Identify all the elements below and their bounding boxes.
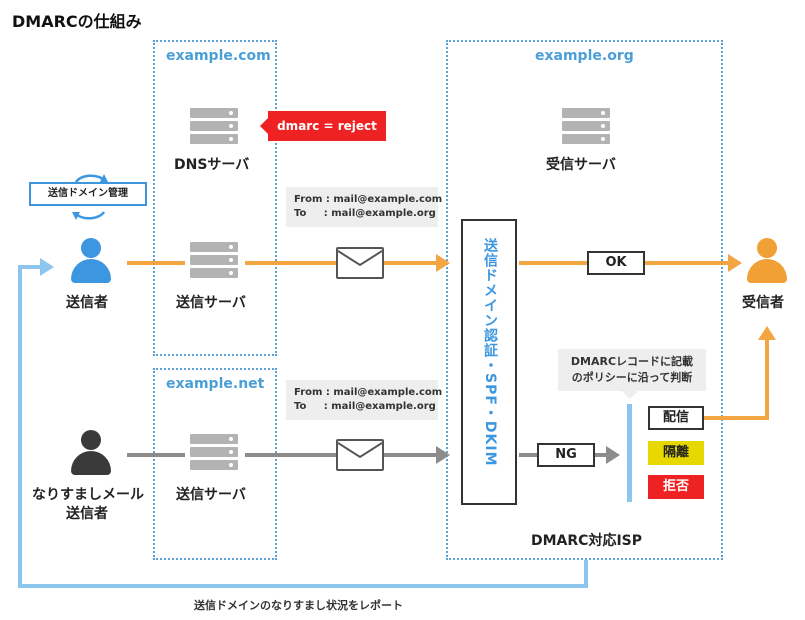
arrowhead-bottom-to-auth	[436, 446, 450, 464]
domain-box-example-com	[153, 40, 277, 356]
arrowhead-deliver-up	[758, 326, 776, 340]
report-line-up	[18, 268, 22, 588]
dns-server-icon	[190, 108, 238, 144]
sender-server-icon-bottom	[190, 434, 238, 470]
policy-option-reject: 拒否	[648, 475, 704, 499]
policy-note-line2: のポリシーに沿って判断	[571, 371, 693, 384]
spoofer-person-icon	[69, 430, 113, 476]
page-title: DMARCの仕組み	[12, 12, 142, 31]
dns-server-label: DNSサーバ	[174, 157, 250, 173]
arrowhead-top-to-auth	[436, 254, 450, 272]
mail-to-bottom: To : mail@example.org	[294, 401, 436, 412]
receiver-server-label: 受信サーバ	[546, 157, 616, 173]
recipient-person-icon	[745, 238, 789, 284]
domain-management-badge: 送信ドメイン管理	[29, 182, 147, 206]
sender-server-icon-top	[190, 242, 238, 278]
isp-label: DMARC対応ISP	[531, 533, 642, 549]
report-line-down	[584, 560, 588, 587]
sender-server-label-bottom: 送信サーバ	[176, 487, 246, 503]
domain-box-example-org	[446, 40, 723, 560]
mail-header-bottom: From : mail@example.com To : mail@exampl…	[286, 380, 442, 420]
receiver-server-icon	[562, 108, 610, 144]
flow-line-spoofer	[127, 453, 185, 457]
arrowhead-report-to-sender	[40, 258, 54, 276]
policy-option-quarantine: 隔離	[648, 441, 704, 465]
policy-note-tail	[622, 391, 638, 399]
recipient-label: 受信者	[742, 295, 784, 311]
report-line-bottom	[18, 584, 588, 588]
refresh-arrows-icon	[72, 174, 108, 220]
domain-label-example-net: example.net	[166, 376, 265, 392]
policy-note: DMARCレコードに記載 のポリシーに沿って判断	[558, 349, 706, 391]
flow-line-deliver	[704, 416, 768, 420]
envelope-icon-bottom	[336, 439, 384, 471]
sender-label: 送信者	[66, 295, 108, 311]
domain-box-example-net	[153, 368, 277, 560]
report-line-top	[18, 265, 44, 269]
policy-note-line1: DMARCレコードに記載	[570, 355, 694, 368]
flow-line-sender	[127, 261, 185, 265]
spoofer-label-line1: なりすましメール	[32, 487, 144, 503]
domain-auth-label: 送信ドメイン認証・SPF・DKIM	[482, 238, 498, 467]
policy-bracket	[627, 404, 632, 502]
sender-person-icon	[69, 238, 113, 284]
domain-label-example-com: example.com	[166, 48, 271, 64]
sender-server-label-top: 送信サーバ	[176, 295, 246, 311]
arrowhead-to-policy	[606, 446, 620, 464]
envelope-icon-top	[336, 247, 384, 279]
spoofer-label-line2: 送信者	[66, 506, 108, 522]
dmarc-record-tag: dmarc = reject	[260, 111, 386, 141]
arrowhead-to-recipient	[728, 254, 742, 272]
flow-line-deliver-up	[765, 340, 769, 420]
mail-to-top: To : mail@example.org	[294, 208, 436, 219]
report-label: 送信ドメインのなりすまし状況をレポート	[194, 599, 403, 612]
domain-auth-box	[461, 219, 517, 505]
policy-option-deliver: 配信	[648, 406, 704, 430]
mail-from-top: From : mail@example.com	[294, 194, 443, 205]
mail-from-bottom: From : mail@example.com	[294, 387, 443, 398]
domain-label-example-org: example.org	[535, 48, 634, 64]
mail-header-top: From : mail@example.com To : mail@exampl…	[286, 187, 442, 227]
result-ng-badge: NG	[537, 443, 595, 467]
result-ok-badge: OK	[587, 251, 645, 275]
